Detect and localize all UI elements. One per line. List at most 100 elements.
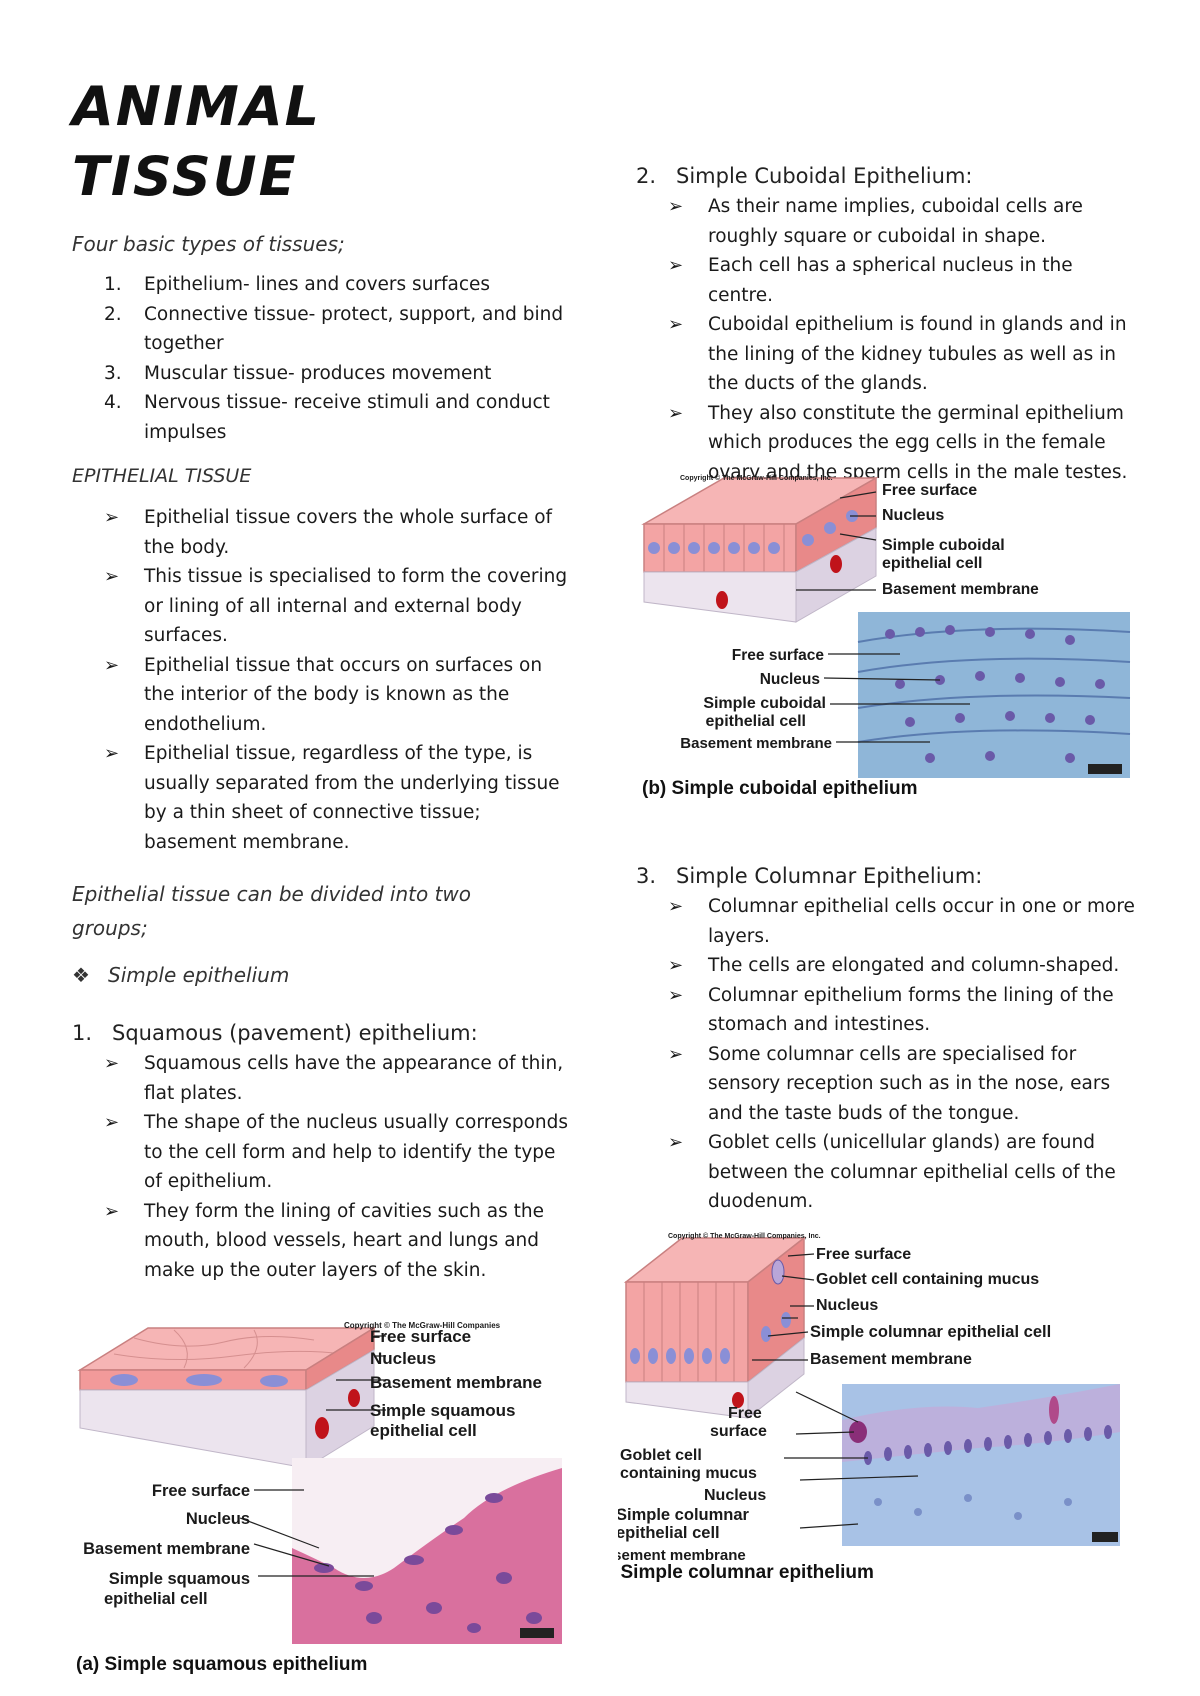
arrow-bullet-icon: ➢ xyxy=(668,196,684,217)
copyright-note: Copyright © The McGraw-Hill Companies, I… xyxy=(680,474,833,482)
cuboidal-points: ➢As their name implies, cuboidal cells a… xyxy=(636,192,1136,487)
figure-cuboidal: Copyright © The McGraw-Hill Companies, I… xyxy=(640,472,1140,802)
list-item: ➢Epithelial tissue, regardless of the ty… xyxy=(72,739,572,857)
arrow-bullet-icon: ➢ xyxy=(668,955,684,976)
label-surface-micro: surface xyxy=(710,1423,767,1440)
label-free-surface: Free surface xyxy=(370,1327,471,1346)
figure-columnar: Copyright © The McGraw-Hill Companies, I… xyxy=(618,1232,1138,1584)
label-simple-columnar-micro: Simple columnar xyxy=(618,1506,750,1524)
label-basement-membrane-micro: Basement membrane xyxy=(83,1540,250,1558)
arrow-bullet-icon: ➢ xyxy=(668,314,684,335)
list-item: ➢ Squamous cells have the appearance of t… xyxy=(72,1049,572,1108)
columnar-points: ➢ Columnar epithelial cells occur in one … xyxy=(636,892,1136,1217)
list-item: ➢ Goblet cells (unicellular glands) are f… xyxy=(636,1128,1136,1217)
list-text: Connective tissue- protect, support, and… xyxy=(144,303,564,355)
squamous-diagram: Copyright © The McGraw-Hill Companies Fr… xyxy=(76,1321,562,1675)
label-free-surface-micro: Free surface xyxy=(732,647,825,664)
diamond-bullet-icon: ❖ xyxy=(72,963,90,987)
epithelial-points: ➢Epithelial tissue covers the whole surf… xyxy=(72,503,572,857)
arrow-bullet-icon: ➢ xyxy=(104,654,120,676)
list-text: They also constitute the germinal epithe… xyxy=(708,402,1128,483)
label-nucleus: Nucleus xyxy=(370,1349,436,1368)
label-free-surface: Free surface xyxy=(882,482,977,499)
label-free-micro: Free xyxy=(728,1405,762,1422)
figure-squamous: Copyright © The McGraw-Hill Companies Fr… xyxy=(74,1318,584,1678)
label-nucleus: Nucleus xyxy=(882,507,944,524)
columnar-heading: 3. Simple Columnar Epithelium: xyxy=(636,860,1136,892)
label-simple-squamous: Simple squamous xyxy=(370,1401,515,1420)
list-text: Columnar epithelium forms the lining of … xyxy=(708,984,1114,1036)
list-text: Cuboidal epithelium is found in glands a… xyxy=(708,314,1127,394)
figure-caption: (b) Simple cuboidal epithelium xyxy=(642,778,918,799)
list-item: 2.Connective tissue- protect, support, a… xyxy=(72,300,572,359)
label-simple-squamous-micro: Simple squamous xyxy=(109,1570,250,1588)
list-item: ➢ Columnar epithelial cells occur in one … xyxy=(636,892,1136,951)
page-title: ANIMAL TISSUE xyxy=(72,72,321,212)
title-line-2: TISSUE xyxy=(72,145,298,208)
columnar-section: 3. Simple Columnar Epithelium: ➢ Columnar… xyxy=(636,860,1136,1217)
list-item: ➢ Cuboidal epithelium is found in glands … xyxy=(636,310,1136,399)
section-title: Simple Cuboidal Epithelium: xyxy=(676,164,973,188)
list-text: Muscular tissue- produces movement xyxy=(144,362,492,384)
list-item: 1. Epithelium- lines and covers surfaces xyxy=(72,270,572,300)
label-epithelial-cell: epithelial cell xyxy=(370,1421,477,1440)
list-text: Squamous cells have the appearance of th… xyxy=(144,1053,564,1104)
figure-caption: (a) Simple squamous epithelium xyxy=(76,1654,367,1675)
section-title: Simple Columnar Epithelium: xyxy=(676,864,983,888)
list-text: Goblet cells (unicellular glands) are fo… xyxy=(708,1132,1116,1212)
arrow-bullet-icon: ➢ xyxy=(104,507,120,528)
label-nucleus: Nucleus xyxy=(816,1297,878,1314)
list-text: This tissue is specialised to form the c… xyxy=(144,566,568,646)
squamous-heading: 1. Squamous (pavement) epithelium: xyxy=(72,1017,572,1049)
label-nucleus-micro: Nucleus xyxy=(704,1487,766,1504)
label-epithelial-cell-micro: epithelial cell xyxy=(618,1524,720,1542)
arrow-bullet-icon: ➢ xyxy=(104,566,120,587)
list-text: Each cell has a spherical nucleus in the… xyxy=(708,255,1073,306)
left-column: Four basic types of tissues; 1. Epitheliu… xyxy=(72,232,572,1285)
list-number: 4. xyxy=(104,392,122,413)
list-item: 4.Nervous tissue- receive stimuli and co… xyxy=(72,388,572,447)
list-text: The shape of the nucleus usually corresp… xyxy=(144,1112,569,1192)
arrow-bullet-icon: ➢ xyxy=(668,896,684,917)
arrow-bullet-icon: ➢ xyxy=(668,984,684,1006)
list-item: ➢ The shape of the nucleus usually corres… xyxy=(72,1108,572,1197)
label-goblet-cell-micro: Goblet cell xyxy=(620,1447,702,1464)
arrow-bullet-icon: ➢ xyxy=(104,1053,120,1074)
arrow-bullet-icon: ➢ xyxy=(668,1043,684,1065)
arrow-bullet-icon: ➢ xyxy=(104,1200,120,1222)
epithelial-heading: EPITHELIAL TISSUE xyxy=(72,465,252,487)
list-item: ➢The cells are elongated and column-shap… xyxy=(636,951,1136,981)
label-nucleus-micro: Nucleus xyxy=(760,671,820,688)
intro-text: Four basic types of tissues; xyxy=(72,232,345,256)
list-item: ➢They form the lining of cavities such a… xyxy=(72,1197,572,1286)
basic-types-list: 1.Epithelium- lines and covers surfaces … xyxy=(72,270,572,447)
list-item: ➢Epithelial tissue covers the whole surf… xyxy=(72,503,572,562)
list-number: 1. xyxy=(104,274,122,295)
label-basement-membrane-micro: Basement membrane xyxy=(618,1547,746,1564)
arrow-bullet-icon: ➢ xyxy=(668,1132,684,1153)
title-line-1: ANIMAL xyxy=(72,75,322,138)
list-number: 3. xyxy=(104,362,122,384)
label-containing-mucus-micro: containing mucus xyxy=(620,1465,757,1482)
list-text: Columnar epithelial cells occur in one o… xyxy=(708,896,1135,947)
section-number: 3. xyxy=(636,864,657,888)
list-item: 3. Muscular tissue- produces movement xyxy=(72,359,572,389)
label-goblet-cell: Goblet cell containing mucus xyxy=(816,1271,1039,1288)
columnar-diagram: Copyright © The McGraw-Hill Companies, I… xyxy=(618,1232,1120,1583)
arrow-bullet-icon: ➢ xyxy=(668,402,684,424)
label-epithelial-cell: epithelial cell xyxy=(882,555,982,572)
label-simple-cuboidal-micro: Simple cuboidal xyxy=(703,695,826,712)
simple-epithelium-label: Simple epithelium xyxy=(108,963,290,987)
label-nucleus-micro: Nucleus xyxy=(186,1510,250,1528)
simple-epithelium-heading: ❖ Simple epithelium xyxy=(72,963,572,987)
arrow-bullet-icon: ➢ xyxy=(104,1112,120,1133)
list-item: ➢As their name implies, cuboidal cells a… xyxy=(636,192,1136,251)
list-text: Epithelium- lines and covers surfaces xyxy=(144,274,491,295)
cuboidal-diagram: Copyright © The McGraw-Hill Companies, I… xyxy=(641,474,1131,799)
list-text: Some columnar cells are specialised for … xyxy=(708,1043,1111,1124)
section-title: Squamous (pavement) epithelium: xyxy=(112,1021,478,1045)
list-item: ➢ Some columnar cells are specialised for… xyxy=(636,1040,1136,1129)
squamous-points: ➢ Squamous cells have the appearance of t… xyxy=(72,1049,572,1285)
label-free-surface: Free surface xyxy=(816,1246,911,1263)
right-column: 2. Simple Cuboidal Epithelium: ➢As their… xyxy=(636,160,1136,487)
